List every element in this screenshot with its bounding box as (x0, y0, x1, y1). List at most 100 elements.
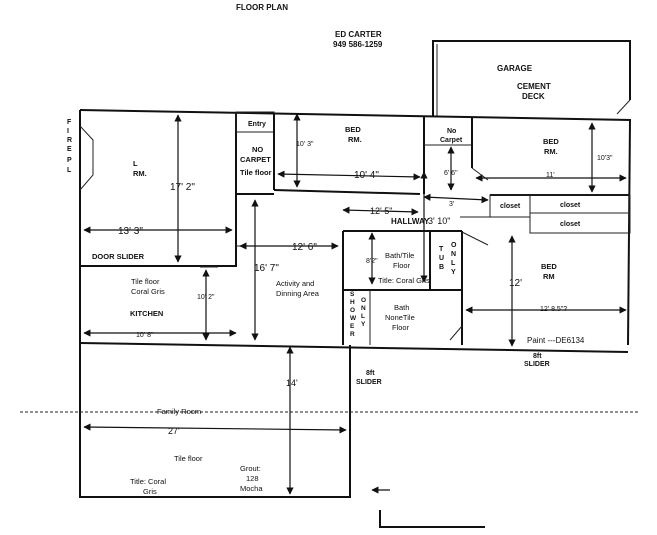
small-no-carpet-1: No (447, 128, 456, 135)
fire-pl-char: L (67, 167, 72, 174)
shower-only-char: Y (361, 321, 366, 328)
activity-label-2: Dinning Area (276, 289, 320, 298)
kitchen-label: KITCHEN (130, 309, 163, 318)
family-tile-label: Tile floor (174, 454, 203, 463)
living-room-l: L (133, 159, 138, 168)
tub-only-char: B (439, 264, 444, 271)
bath-tile-label-2: Floor (393, 261, 411, 270)
bed3-door (461, 231, 489, 246)
right-slider-label-1: 8ft (533, 353, 542, 360)
living-room-rm: RM. (133, 169, 147, 178)
shower-only-char: H (350, 299, 355, 306)
shower-only-label: S H O W E R O N L Y (350, 291, 366, 338)
hallway-label: HALLWAY (391, 217, 430, 226)
deck-label: DECK (522, 92, 545, 101)
family-title-2: Gris (143, 487, 157, 496)
shower-only-char: S (350, 291, 355, 298)
entry-tile-floor: Tile floor (240, 168, 272, 177)
dim-10-3-bed: 10' 3" (296, 141, 314, 148)
fire-pl-char: F (67, 119, 72, 126)
dim-27: 27' (168, 426, 180, 436)
bath2-label-3: Floor (392, 323, 410, 332)
shower-only-char: R (350, 331, 355, 338)
grout-label-2: 128 (246, 474, 259, 483)
dim-12-5: 12' 5" (370, 206, 392, 216)
no-carpet-label-1: NO (252, 145, 263, 154)
dim-16-7: 16' 7" (254, 263, 279, 274)
dim-12-6: 12' 6" (292, 242, 317, 253)
shower-only-char: W (350, 315, 357, 322)
center-slider-label-2: SLIDER (356, 379, 382, 386)
tub-only-char: U (439, 255, 444, 262)
closet-label-1: closet (500, 203, 521, 210)
header: FLOOR PLAN ED CARTER 949 586-1259 (236, 3, 383, 49)
right-slider-label-2: SLIDER (524, 361, 550, 368)
owner-phone: 949 586-1259 (333, 40, 383, 49)
closet-label-2: closet (560, 202, 581, 209)
bath2-label-2: NoneTile (385, 313, 415, 322)
dim-12-8-5: 12' 8.5"? (540, 306, 567, 313)
tub-only-label: T U B O N L Y (439, 242, 457, 276)
fire-pl-label: F I R E P L (67, 119, 72, 174)
dim-11: 11' (546, 172, 555, 179)
bath2-label-1: Bath (394, 303, 409, 312)
tub-only-char: L (451, 260, 456, 267)
fire-pl-char: R (67, 137, 72, 144)
dim-12: 12' (509, 278, 522, 289)
grout-label-1: Grout: (240, 464, 261, 473)
tub-only-char: N (451, 251, 456, 258)
fire-pl-char: I (67, 128, 69, 135)
main-bottom-wall (79, 342, 629, 353)
dim-13-3: 13' 3" (118, 226, 143, 237)
walls (79, 40, 632, 528)
bed2-label-b: RM. (544, 147, 558, 156)
bed2-label-a: BED (543, 137, 559, 146)
dim-27-line (83, 423, 347, 434)
kitchen-tile-2: Coral Gris (131, 287, 165, 296)
paint-label: Paint ---DE6134 (527, 336, 585, 345)
tub-only-char: T (439, 246, 444, 253)
dimension-lines (20, 113, 640, 495)
entry-label: Entry (248, 121, 266, 128)
outside-step (379, 510, 485, 528)
exterior-top-wall (79, 109, 632, 346)
no-carpet-label-2: CARPET (240, 155, 271, 164)
shower-only-char: L (361, 313, 365, 320)
bed1-label-b: RM. (348, 135, 362, 144)
bath-tile-label-1: Bath/Tile (385, 251, 414, 260)
garage-label: GARAGE (497, 64, 533, 73)
garage-door-swing (616, 99, 631, 115)
dim-10-4: 10' 4" (354, 170, 379, 181)
bed1-label-a: BED (345, 125, 361, 134)
family-room-label: Family Room (157, 407, 201, 416)
bed3-label-a: BED (541, 262, 557, 271)
tub-only-char: O (451, 242, 457, 249)
fire-pl-char: P (67, 157, 72, 164)
small-no-carpet-2: Carpet (440, 137, 463, 144)
dim-10-8: 10' 8" (136, 332, 154, 339)
cement-label: CEMENT (517, 82, 551, 91)
bath-title-label: Title: Coral Gris (378, 276, 430, 285)
plan-title: FLOOR PLAN (236, 3, 288, 12)
dimension-labels: 10' 3" 10' 4" 10'3" 6' 6" 11' 3' 17' 2" … (118, 141, 613, 436)
dim-6-6: 6' 6" (444, 170, 458, 177)
family-title-1: Title: Coral (130, 477, 166, 486)
bath2-door (449, 325, 463, 341)
dim-3: 3' (449, 201, 454, 208)
shower-only-char: O (361, 297, 366, 304)
tub-only-char: Y (451, 269, 456, 276)
fire-pl-char: E (67, 146, 72, 153)
room-labels: GARAGE CEMENT DECK F I R E P L L RM. Ent… (67, 64, 585, 496)
dim-10-3-right: 10'3" (597, 155, 613, 162)
dim-10-4-line (277, 170, 421, 181)
grout-label-3: Mocha (240, 484, 263, 493)
dim-12-5-line (342, 206, 419, 216)
door-slider-label: DOOR SLIDER (92, 252, 145, 261)
kitchen-tile-1: Tile floor (131, 277, 160, 286)
shower-only-char: N (361, 305, 366, 312)
shower-only-char: O (350, 307, 355, 314)
garage-wall (432, 40, 631, 116)
dim-17-2: 17' 2" (170, 182, 195, 193)
bed1-bottom-wall (273, 189, 421, 195)
